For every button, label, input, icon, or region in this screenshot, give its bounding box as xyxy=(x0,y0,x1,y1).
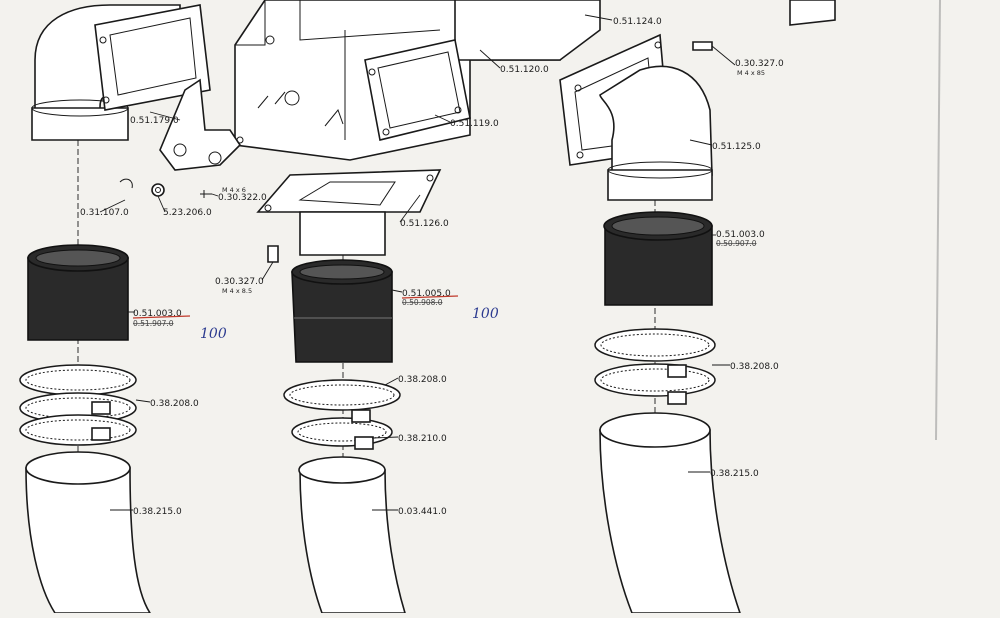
handwritten-qty-middle: 100 xyxy=(472,306,499,322)
label-51119: 0.51.119.0 xyxy=(450,119,499,129)
right-elbow-pipe xyxy=(599,65,713,201)
label-51003-left: 0.51.003.0 xyxy=(133,309,182,319)
label-51003-right: 0.51.003.0 xyxy=(716,230,765,240)
handwritten-notes: 100 100 xyxy=(200,306,499,342)
small-fittings xyxy=(119,178,212,198)
hose-clamps-left xyxy=(19,364,137,446)
label-51003-left-superseded: 0.51.907.0 xyxy=(133,319,174,328)
label-30327-top-thread: M 4 x 85 xyxy=(737,69,765,77)
lower-flange-plate xyxy=(256,169,442,256)
label-38208-middle: 0.38.208.0 xyxy=(398,375,447,385)
rubber-coupler-left xyxy=(27,244,129,341)
label-m4x6: M 4 x 6 xyxy=(222,186,246,194)
label-30322: 0.30.322.0 xyxy=(218,193,267,203)
correction-mark-left xyxy=(132,315,191,319)
label-51005: 0.51.005.0 xyxy=(402,289,451,299)
lower-hose-right xyxy=(599,412,742,614)
label-38215-left: 0.38.215.0 xyxy=(133,507,182,517)
hose-clamps-middle xyxy=(283,379,401,450)
label-38215-right: 0.38.215.0 xyxy=(710,469,759,479)
lower-hose-left xyxy=(25,451,152,614)
label-51126: 0.51.126.0 xyxy=(400,219,449,229)
label-38210: 0.38.210.0 xyxy=(398,434,447,444)
screws xyxy=(267,41,713,263)
label-51005-superseded: 0.50.908.0 xyxy=(402,298,443,307)
label-51179: 0.51.179.0 xyxy=(130,116,179,126)
label-51124: 0.51.124.0 xyxy=(613,17,662,27)
label-38208-left: 0.38.208.0 xyxy=(150,399,199,409)
correction-mark-middle xyxy=(401,295,459,299)
bracket xyxy=(159,78,244,171)
label-30327-mid-thread: M 4 x 8.5 xyxy=(222,287,252,295)
rubber-coupler-middle xyxy=(291,259,393,363)
handwritten-qty-left: 100 xyxy=(200,326,227,342)
label-30327-top: 0.30.327.0 xyxy=(735,59,784,69)
label-23206: 5.23.206.0 xyxy=(163,208,212,218)
label-51003-right-superseded: 0.50.907.0 xyxy=(716,239,757,248)
label-38208-right: 0.38.208.0 xyxy=(730,362,779,372)
label-51120: 0.51.120.0 xyxy=(500,65,549,75)
rubber-coupler-right xyxy=(603,211,713,306)
label-03441: 0.03.441.0 xyxy=(398,507,447,517)
label-30327-mid: 0.30.327.0 xyxy=(215,277,264,287)
hose-clamps-right xyxy=(594,328,716,405)
scan-edge-shadow xyxy=(935,0,941,441)
front-flange-plate xyxy=(364,39,471,141)
lower-hose-middle xyxy=(298,456,407,614)
part-labels: 0.51.124.0 0.30.327.0 M 4 x 85 0.51.120.… xyxy=(80,17,784,517)
left-elbow-flange xyxy=(94,4,211,111)
label-31107: 0.31.107.0 xyxy=(80,208,129,218)
label-51125: 0.51.125.0 xyxy=(712,142,761,152)
leader-lines xyxy=(99,14,736,511)
manifold-top-box xyxy=(454,0,836,61)
